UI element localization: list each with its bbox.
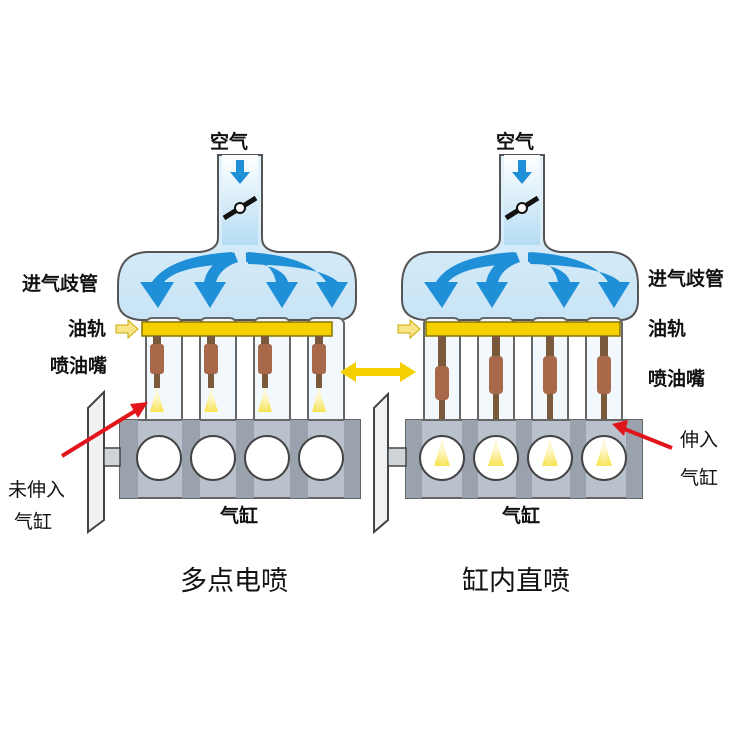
left-fuel-inlet-arrow xyxy=(115,318,139,340)
left-engine xyxy=(60,154,361,534)
right-block-dividers xyxy=(406,420,642,498)
right-throttle-icon xyxy=(504,195,540,221)
right-sprays xyxy=(434,440,612,466)
right-engine xyxy=(373,154,673,535)
left-injector xyxy=(150,336,164,412)
left-not-into-cylinder-label-1: 未伸入 xyxy=(8,479,65,501)
left-injector xyxy=(204,336,218,412)
left-cylinders xyxy=(136,435,344,481)
left-fuel-rail xyxy=(141,321,333,337)
comparison-double-arrow xyxy=(340,362,416,382)
left-cylinder-label: 气缸 xyxy=(219,504,258,527)
right-into-cylinder-label-2: 气缸 xyxy=(680,467,718,489)
left-indicator-arrow xyxy=(60,402,148,458)
left-air-label: 空气 xyxy=(210,130,248,153)
left-throttle-icon xyxy=(222,195,258,221)
left-injector-label: 喷油嘴 xyxy=(50,355,107,377)
right-flywheel xyxy=(373,391,407,535)
right-fuel-rail-label: 油轨 xyxy=(648,317,686,340)
right-caption: 缸内直喷 xyxy=(462,566,570,597)
left-fuel-rail-label: 油轨 xyxy=(68,317,106,340)
right-indicator-arrow xyxy=(612,420,673,450)
right-air-label: 空气 xyxy=(496,130,534,153)
right-intake-manifold-label: 进气歧管 xyxy=(648,267,724,290)
right-into-cylinder-label-1: 伸入 xyxy=(680,429,718,451)
right-airflow-arrows xyxy=(424,252,630,308)
right-cylinder-label: 气缸 xyxy=(501,504,540,527)
left-flywheel xyxy=(87,389,121,534)
left-air-arrow xyxy=(230,160,250,184)
left-airflow-arrows xyxy=(140,252,348,308)
left-injectors xyxy=(150,336,326,412)
left-intake-manifold-label: 进气歧管 xyxy=(22,272,98,295)
left-injector xyxy=(258,336,272,412)
left-caption: 多点电喷 xyxy=(180,566,288,597)
right-air-arrow xyxy=(512,160,532,184)
right-fuel-rail xyxy=(425,321,621,337)
right-fuel-inlet-arrow xyxy=(397,318,421,340)
left-injector xyxy=(312,336,326,412)
left-not-into-cylinder-label-2: 气缸 xyxy=(14,511,52,533)
right-injector-label: 喷油嘴 xyxy=(648,368,705,390)
